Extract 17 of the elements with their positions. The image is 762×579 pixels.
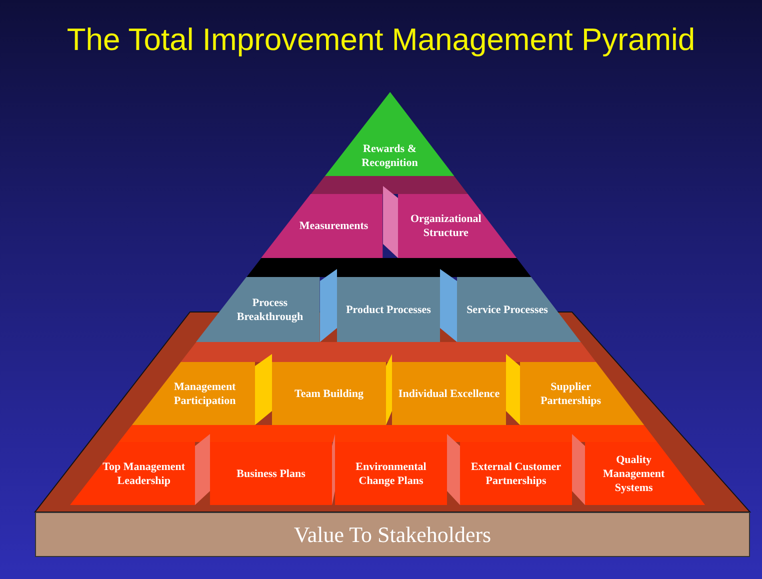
- pyramid-block: Business Plans: [210, 442, 332, 505]
- pyramid-block: Process Breakthrough: [196, 277, 320, 342]
- pyramid-block: Service Processes: [457, 277, 581, 342]
- pyramid-block: Product Processes: [337, 277, 440, 342]
- pyramid-block: Measurements: [261, 194, 383, 258]
- pyramid-block: Top Management Leadership: [70, 442, 195, 505]
- pyramid-block: Supplier Partnerships: [520, 362, 644, 425]
- pyramid-block: Team Building: [272, 362, 386, 425]
- platform-base: Value To Stakeholders: [35, 512, 750, 557]
- pyramid-block: Individual Excellence: [392, 362, 506, 425]
- pyramid-block: Management Participation: [132, 362, 255, 425]
- pyramid-block: Rewards & Recognition: [324, 92, 454, 176]
- pyramid-block: Environmental Change Plans: [335, 442, 447, 505]
- pyramid-block: Quality Management Systems: [585, 442, 706, 505]
- title: The Total Improvement Management Pyramid: [66, 22, 696, 58]
- pyramid-block: Organizational Structure: [398, 194, 517, 258]
- pyramid-block: External Customer Partnerships: [460, 442, 572, 505]
